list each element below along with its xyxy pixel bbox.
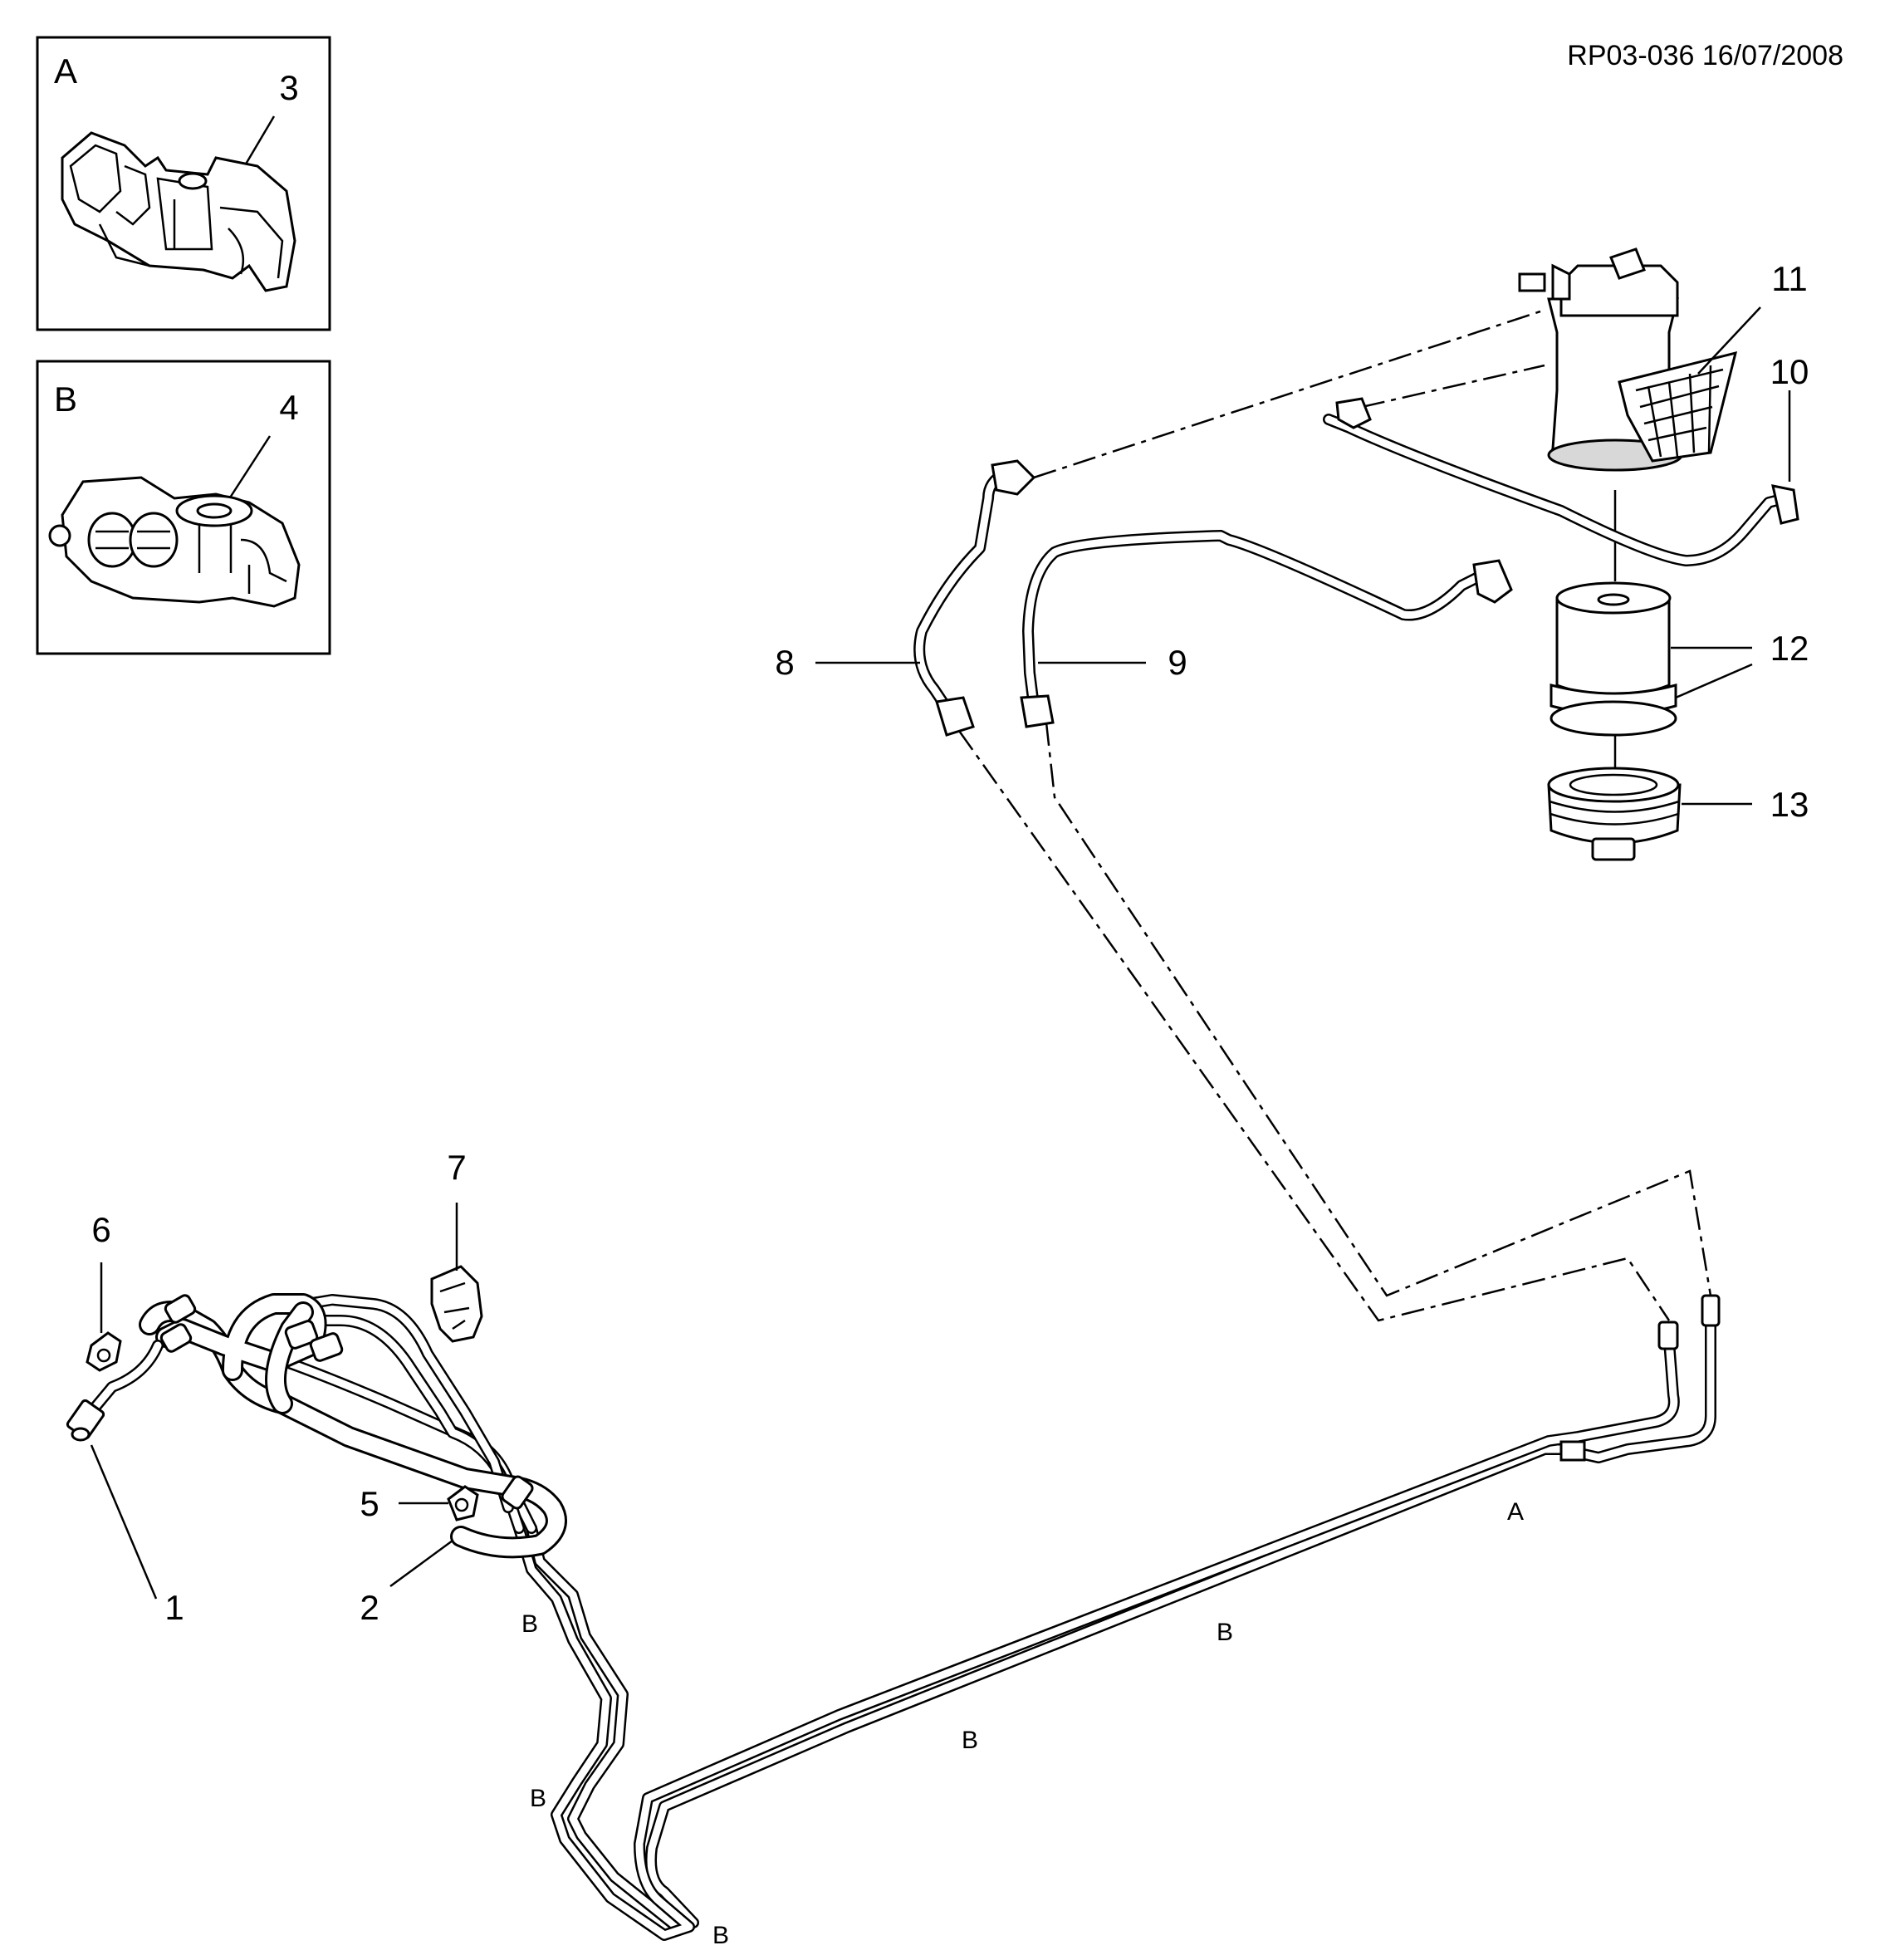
callout-7: 7	[447, 1148, 466, 1187]
callout-11: 11	[1771, 259, 1808, 298]
callouts: 1 2 5 6 7 8 9 10 11 12 13	[90, 259, 1809, 1627]
clip-6	[86, 1331, 122, 1372]
filter-housing-11	[1518, 247, 1738, 472]
leader-11	[1697, 306, 1761, 375]
callout-9: 9	[1168, 643, 1187, 682]
leader-4	[223, 435, 272, 507]
line-tag-b4: B	[530, 1785, 546, 1812]
engine-end-lines	[66, 1293, 567, 1559]
fuel-lines-main: A B B B B B	[513, 1294, 1721, 1949]
clip-7	[430, 1265, 483, 1343]
inset-a: A 3	[36, 36, 331, 331]
line-tag-b5: B	[712, 1922, 729, 1949]
pipe-clip-a	[61, 131, 296, 292]
line-tag-b3: B	[521, 1610, 538, 1638]
diagram-reference-code: RP03-036 16/07/2008	[1567, 40, 1843, 71]
inset-b: B 4	[36, 360, 331, 655]
callout-10: 10	[1770, 352, 1809, 391]
callout-4: 4	[279, 388, 298, 427]
inset-a-letter: A	[54, 51, 77, 91]
callout-8: 8	[775, 643, 794, 682]
pipe-clip-b	[48, 476, 301, 608]
callout-12: 12	[1770, 629, 1809, 668]
filter-cap-13	[1547, 767, 1682, 861]
callout-6: 6	[91, 1210, 110, 1249]
fuel-line-8	[913, 459, 1036, 737]
inset-b-letter: B	[54, 380, 77, 419]
leader-12b	[1675, 663, 1753, 699]
callout-13: 13	[1770, 785, 1809, 824]
connection-dashes	[957, 310, 1712, 1322]
fuel-line-10	[1323, 397, 1799, 566]
leader-1	[90, 1444, 158, 1600]
leader-2	[389, 1539, 453, 1588]
line-tag-a1: A	[1507, 1498, 1524, 1526]
filter-element-12	[1550, 581, 1677, 737]
line-tag-b2: B	[962, 1727, 978, 1754]
callout-1: 1	[164, 1588, 184, 1627]
line-tag-b1: B	[1217, 1619, 1233, 1646]
callout-5: 5	[360, 1484, 379, 1523]
clip-5	[447, 1485, 479, 1521]
callout-3: 3	[279, 68, 298, 107]
fuel-line-9	[1020, 530, 1513, 728]
callout-2: 2	[360, 1588, 379, 1627]
